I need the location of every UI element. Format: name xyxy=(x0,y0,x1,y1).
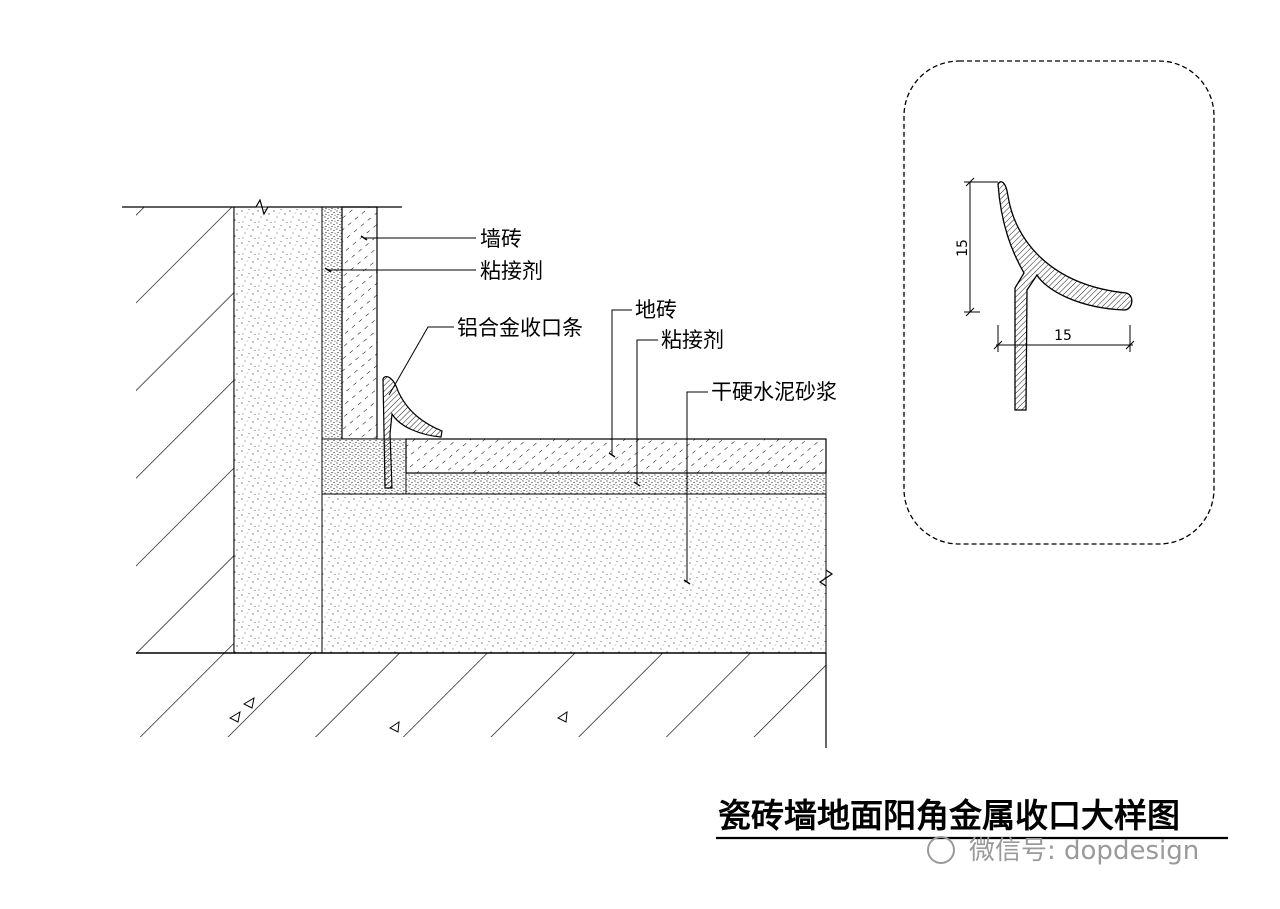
structural-slab xyxy=(136,652,827,748)
top-break-line xyxy=(122,198,402,216)
label-wall-tile: 墙砖 xyxy=(480,227,522,251)
drawing-title: 瓷砖墙地面阳角金属收口大样图 xyxy=(718,796,1180,835)
floor-tile xyxy=(405,438,827,474)
aluminum-trim-profile xyxy=(382,376,443,489)
structural-wall xyxy=(136,207,235,653)
wechat-watermark: 微信号: dopdesign xyxy=(927,836,1199,866)
right-break-mark xyxy=(818,569,834,587)
label-wall-adhesive: 粘接剂 xyxy=(480,259,543,283)
leader-ticks xyxy=(324,235,691,585)
dry-mortar-bed xyxy=(321,493,827,654)
profile-detail-callout: 15 15 xyxy=(903,60,1215,545)
label-dry-mortar: 干硬水泥砂浆 xyxy=(711,380,837,404)
wechat-icon xyxy=(927,836,955,864)
wall-adhesive-layer xyxy=(321,206,343,440)
watermark-text: 微信号: dopdesign xyxy=(969,836,1199,866)
floor-adhesive-layer xyxy=(405,472,827,495)
dim-vertical: 15 xyxy=(955,239,971,257)
dim-horizontal: 15 xyxy=(1054,328,1072,344)
wall-mortar-layer xyxy=(233,206,323,654)
wall-tile xyxy=(341,206,378,440)
leaders xyxy=(328,237,708,582)
corner-adhesive xyxy=(321,438,407,495)
label-aluminum-trim: 铝合金收口条 xyxy=(457,316,583,340)
label-floor-adhesive: 粘接剂 xyxy=(661,328,724,352)
label-floor-tile: 地砖 xyxy=(635,298,677,322)
